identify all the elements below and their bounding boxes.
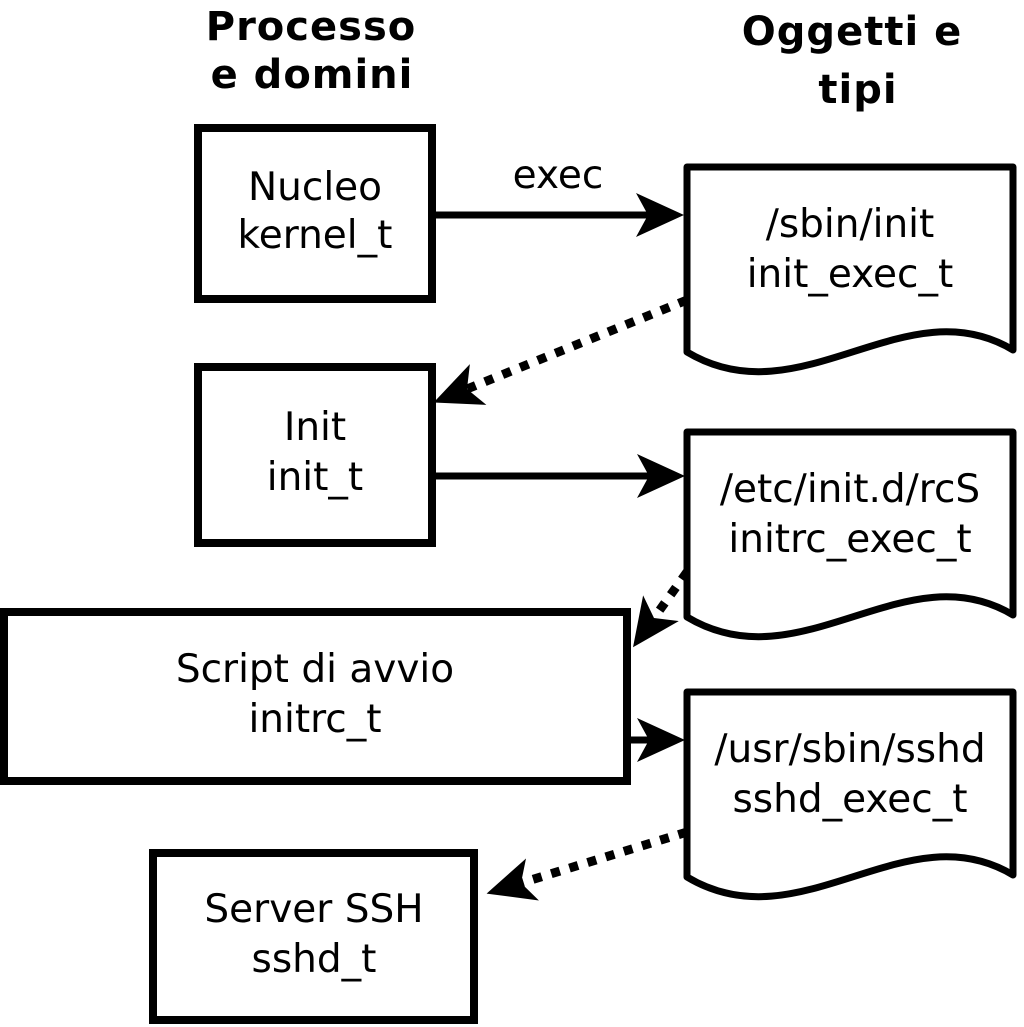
transition-arrow-initrcexec-to-initrc	[633, 569, 691, 648]
object-init-exec-type: init_exec_t	[747, 252, 954, 297]
process-box-sshd: Server SSH sshd_t	[149, 849, 478, 1024]
process-box-init: Init init_t	[194, 363, 436, 547]
process-box-initrc: Script di avvio initrc_t	[0, 608, 631, 785]
column-header-objects-line2: tipi	[818, 67, 897, 113]
process-init-type: init_t	[267, 455, 363, 500]
object-init-exec-path: /sbin/init	[766, 202, 935, 247]
process-kernel-name: Nucleo	[248, 165, 382, 210]
process-box-kernel: Nucleo kernel_t	[194, 124, 436, 303]
object-initrc-exec-type: initrc_exec_t	[728, 517, 971, 562]
process-kernel-type: kernel_t	[238, 213, 393, 258]
object-doc-initrc-exec: /etc/init.d/rcS initrc_exec_t	[683, 428, 1017, 641]
object-doc-init-exec: /sbin/init init_exec_t	[683, 163, 1017, 376]
process-init-name: Init	[284, 405, 346, 450]
transition-arrow-initexec-to-init	[433, 295, 689, 405]
column-header-processes-line2: e domini	[211, 52, 414, 98]
column-header-objects-line1: Oggetti e	[742, 9, 962, 55]
process-sshd-name: Server SSH	[204, 887, 423, 932]
object-initrc-exec-path: /etc/init.d/rcS	[720, 467, 980, 512]
exec-arrow-label: exec	[513, 153, 604, 198]
exec-arrow-kernel-to-init: exec	[432, 153, 684, 237]
transition-arrow-sshdexec-to-sshd	[486, 827, 689, 901]
process-initrc-name: Script di avvio	[176, 647, 454, 692]
column-header-processes-line1: Processo	[206, 4, 416, 50]
object-sshd-exec-path: /usr/sbin/sshd	[714, 727, 985, 772]
object-sshd-exec-type: sshd_exec_t	[732, 777, 967, 822]
process-sshd-type: sshd_t	[252, 937, 377, 982]
process-initrc-type: initrc_t	[248, 697, 381, 742]
object-doc-sshd-exec: /usr/sbin/sshd sshd_exec_t	[683, 688, 1017, 901]
